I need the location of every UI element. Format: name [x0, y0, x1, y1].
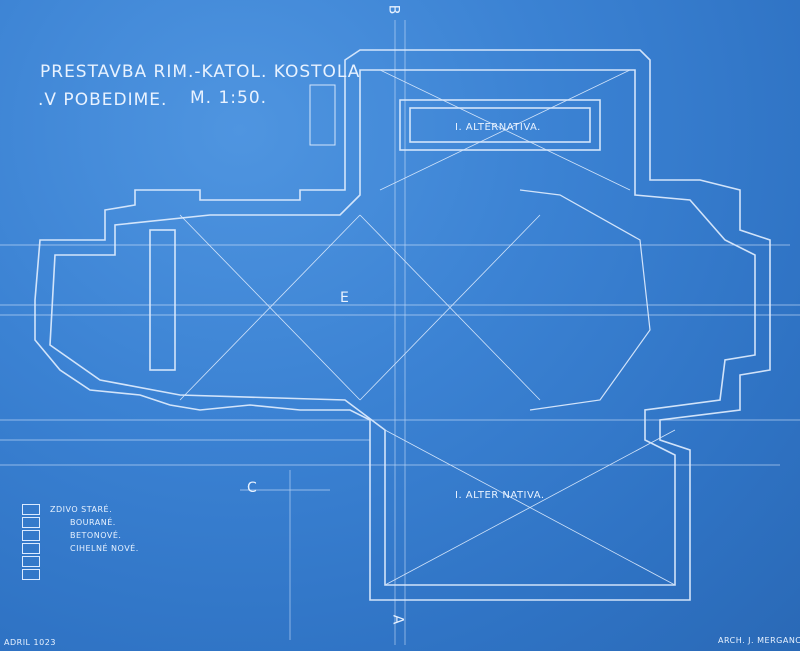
legend-item: ZDIVO STARÉ. — [22, 504, 112, 515]
alternative-top-label: I. ALTERNATIVA. — [455, 122, 541, 133]
legend-item — [22, 556, 50, 567]
legend-swatch — [22, 569, 40, 580]
section-c-label: C — [247, 480, 258, 496]
legend-swatch — [22, 504, 40, 515]
legend-swatch — [22, 530, 40, 541]
alternative-bottom-label: I. ALTER NATIVA. — [455, 490, 545, 501]
legend-swatch — [22, 517, 40, 528]
legend-item: BETONOVÉ. — [22, 530, 121, 541]
title-line-2: .V POBEDIME. — [38, 90, 168, 110]
inner-wall — [49, 69, 756, 586]
title-line-1: PRESTAVBA RIM.-KATOL. KOSTOLA — [40, 62, 361, 82]
legend-swatch — [22, 556, 40, 567]
legend-item: BOURANÉ. — [22, 517, 116, 528]
legend-item: CIHELNÉ NOVÉ. — [22, 543, 139, 554]
legend-swatch — [22, 543, 40, 554]
architect-signature: ARCH. J. MERGANC- — [718, 636, 800, 645]
nave-wall — [34, 49, 771, 601]
section-e-label: E — [340, 290, 350, 306]
scale-label: M. 1:50. — [190, 88, 268, 108]
section-a-label: A — [389, 614, 406, 626]
date-label: ADRIL 1023 — [4, 638, 56, 647]
legend-item — [22, 569, 50, 580]
section-b-label: B — [385, 4, 402, 16]
